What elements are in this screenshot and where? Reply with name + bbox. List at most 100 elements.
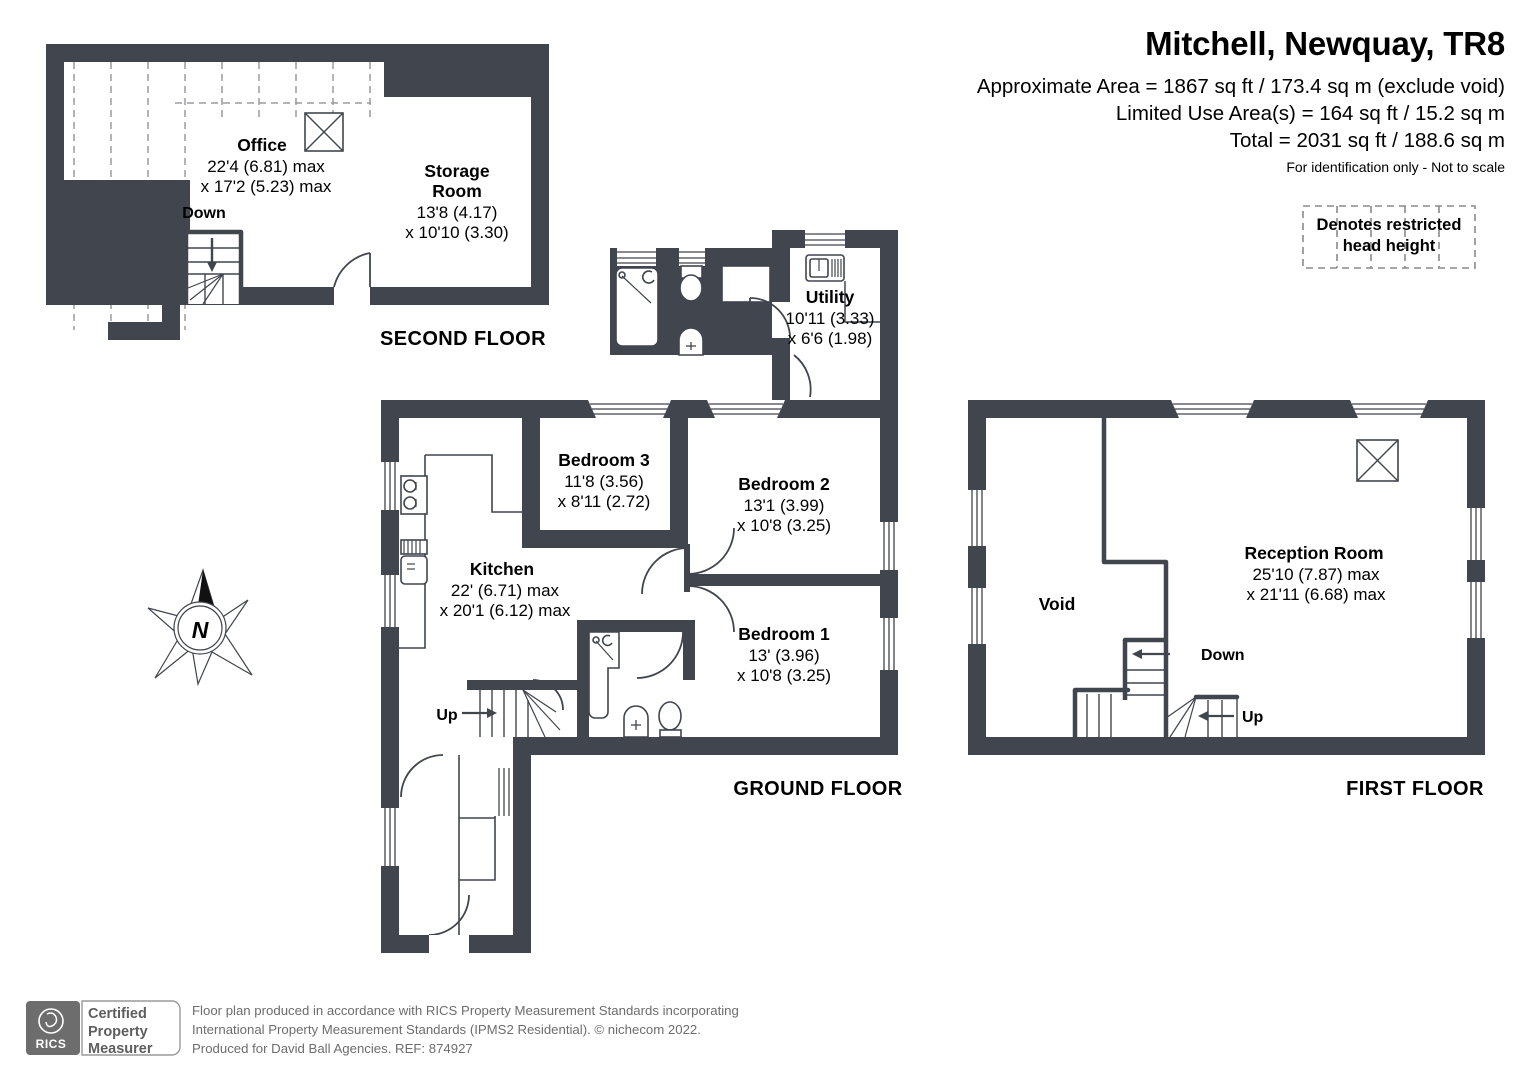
staircase-down-second-floor (183, 229, 244, 305)
room-dim-bedroom-3-1: 11'8 (3.56) (564, 472, 643, 491)
bedroom3-door-jamb (684, 544, 690, 592)
storage-room-wall-outline (190, 44, 549, 305)
window-group-ground-top (588, 400, 785, 418)
footer-line-2: International Property Measurement Stand… (192, 1022, 701, 1037)
floor-label-ground-floor: GROUND FLOOR (733, 778, 902, 800)
bathtub-icon-lower-bathroom (588, 631, 620, 719)
room-dim-bedroom-3-2: x 8'11 (2.72) (558, 492, 651, 511)
lower-bathroom-right-wall (683, 620, 695, 680)
legend-line-1: Denotes restricted (1317, 216, 1462, 234)
bedroom1-bedroom2-wall (688, 574, 880, 586)
compass-north-label: N (192, 617, 209, 643)
storage-room-door-swing (333, 252, 371, 288)
void-balustrade (1101, 415, 1169, 643)
porch-door-gap (399, 737, 413, 757)
room-label-storage-1: Storage (424, 161, 489, 181)
bedroom3-right-wall (670, 418, 688, 530)
legend-box (1302, 205, 1476, 269)
room-dim-bedroom-1-2: x 10'8 (3.25) (737, 666, 831, 685)
roof-window-icon-first-floor (1356, 439, 1399, 482)
toilet-icon-bathroom-upper (679, 265, 703, 302)
room-dim-storage-1: 13'8 (4.17) (417, 203, 498, 222)
kitchen-units-ground-floor (399, 454, 522, 649)
room-label-bedroom-3: Bedroom 3 (558, 450, 650, 470)
room-dim-storage-2: x 10'10 (3.30) (405, 223, 508, 242)
bedroom3-door-swing (641, 547, 689, 595)
porch-entrance-gap (429, 935, 469, 953)
room-label-bedroom-2: Bedroom 2 (738, 474, 830, 494)
limited-use-area-text: Limited Use Area(s) = 164 sq ft / 15.2 s… (1116, 102, 1505, 125)
stair-label-up-ground-floor: Up (436, 707, 458, 724)
rics-logo: RICS (26, 1001, 80, 1055)
disclaimer-text: For identification only - Not to scale (1286, 159, 1505, 175)
rics-logo-text: RICS (36, 1037, 67, 1051)
porch-interior-walls (458, 755, 496, 935)
wing-connector-wall (772, 355, 790, 400)
page-title: Mitchell, Newquay, TR8 (1145, 25, 1505, 62)
roof-window-icon-second-floor (304, 112, 344, 152)
bedroom3-left-wall (522, 418, 540, 548)
utility-worktop-line (844, 281, 880, 323)
ground-floor-interior (399, 418, 880, 935)
floor-label-first-floor: FIRST FLOOR (1346, 778, 1484, 800)
certified-property-measurer-badge: Certified Property Measurer (81, 1000, 181, 1057)
room-dim-utility-1: 10'11 (3.33) (786, 309, 875, 328)
room-dim-reception-2: x 21'11 (6.68) max (1247, 585, 1386, 604)
room-label-utility: Utility (806, 287, 855, 307)
utility-door-swing (749, 297, 791, 339)
cupboard-icon-bathroom (721, 265, 771, 303)
staircase-first-floor (1072, 640, 1240, 738)
basin-icon-bathroom-upper (678, 327, 704, 356)
stair-label-up-first-floor: Up (1242, 709, 1264, 726)
lower-bathroom-door-swing (636, 631, 684, 679)
second-floor-wall-joint (384, 44, 393, 97)
room-label-storage-2: Room (432, 181, 482, 201)
certified-line-2: Property (88, 1024, 148, 1040)
window-group-porch (495, 768, 513, 816)
porch-door-swing-bottom (428, 894, 470, 936)
legend-line-2: head height (1343, 237, 1436, 255)
window-group-ground-right (880, 522, 898, 670)
footer-block: RICS Certified Property Measurer Floor p… (26, 1000, 739, 1057)
room-dim-bedroom-1-1: 13' (3.96) (748, 646, 819, 665)
room-dim-kitchen-1: 22' (6.71) max (451, 581, 560, 600)
hob-icon-kitchen (400, 475, 428, 515)
room-dim-reception-1: 25'10 (7.87) max (1252, 565, 1380, 584)
sink-icon-utility (805, 254, 845, 282)
certified-line-3: Measurer (88, 1041, 153, 1057)
hall-door-swing-upper (532, 679, 564, 711)
total-area-text: Total = 2031 sq ft / 188.6 sq m (1230, 129, 1505, 152)
window-group-first-right (1467, 508, 1485, 638)
window-group-first-top (1171, 400, 1428, 418)
compass-rose: N (147, 568, 253, 687)
bedroom3-bottom-wall-2 (652, 530, 688, 548)
first-floor-plan: Reception Room 25'10 (7.87) max x 21'11 … (968, 400, 1485, 800)
sink-icon-kitchen (400, 539, 428, 585)
second-floor-plan: Office 22'4 (6.81) max x 17'2 (5.23) max… (46, 44, 549, 350)
lower-bathroom-top-wall (577, 620, 695, 632)
room-label-void: Void (1039, 594, 1076, 614)
footer-line-1: Floor plan produced in accordance with R… (192, 1003, 739, 1018)
toilet-icon-lower-bathroom (658, 701, 682, 738)
window-group-bathroom-wing (617, 248, 705, 266)
utility-doorway (772, 302, 790, 338)
room-dim-office-2: x 17'2 (5.23) max (201, 177, 332, 196)
window-group-utility (805, 230, 845, 248)
second-floor-wall-outline (46, 44, 384, 340)
bathroom-hall-door-swing (793, 354, 812, 398)
lower-bathroom-left-wall (577, 620, 589, 738)
bedroom3-bottom-wall (522, 530, 652, 548)
bedroom2-door-swing (687, 527, 735, 575)
floor-label-second-floor: SECOND FLOOR (380, 328, 546, 350)
room-label-bedroom-1: Bedroom 1 (738, 624, 830, 644)
header-block: Mitchell, Newquay, TR8 Approximate Area … (977, 25, 1505, 175)
basin-icon-lower-bathroom (623, 705, 649, 738)
approximate-area-text: Approximate Area = 1867 sq ft / 173.4 sq… (977, 75, 1505, 98)
room-label-office: Office (237, 135, 287, 155)
room-dim-bedroom-2-2: x 10'8 (3.25) (737, 516, 831, 535)
room-label-reception-room: Reception Room (1244, 543, 1383, 563)
room-dim-bedroom-2-1: 13'1 (3.99) (744, 496, 825, 515)
staircase-up-ground-floor (462, 681, 561, 738)
window-group-first-left (968, 490, 986, 644)
